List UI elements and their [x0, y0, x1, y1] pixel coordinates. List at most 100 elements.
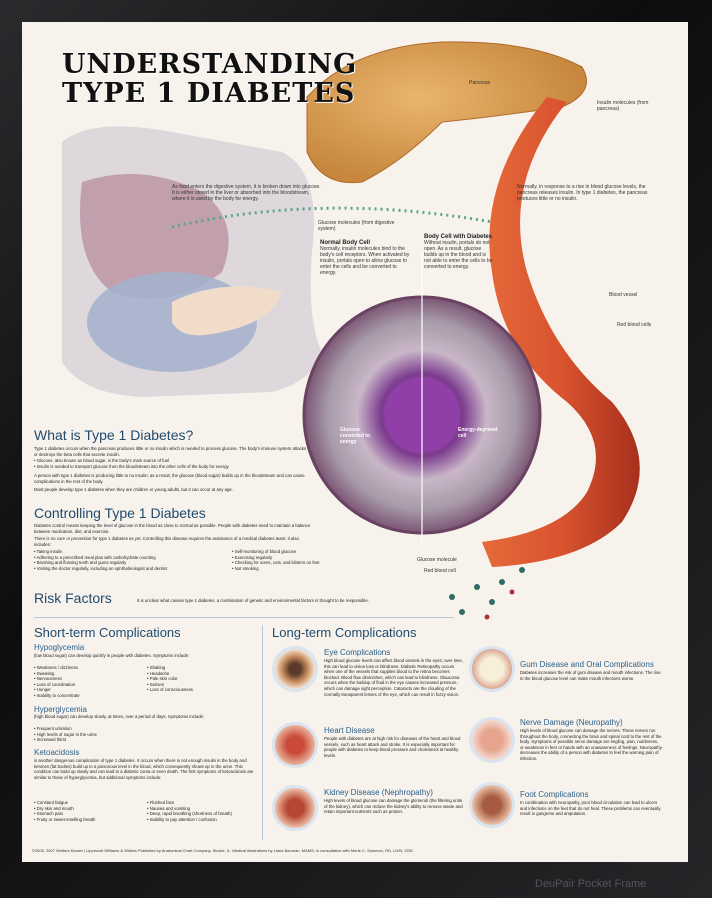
kidney-icon — [272, 785, 318, 831]
kidney-heading: Kidney Disease (Nephropathy) — [324, 788, 433, 797]
eye-heading: Eye Complications — [324, 648, 391, 657]
blood-vessel — [482, 97, 640, 567]
nerve-heading: Nerve Damage (Neuropathy) — [520, 718, 623, 727]
list-item: Adhering to a prescribed meal plan with … — [34, 555, 214, 561]
eye-text: High blood glucose levels can affect blo… — [324, 658, 463, 697]
long-term-heading: Long-term Complications — [272, 625, 417, 640]
list-item: Nervousness — [34, 676, 144, 682]
list-item: Deep, rapid breathing (shortness of brea… — [147, 811, 257, 817]
list-item: Not smoking — [232, 566, 342, 572]
controlling-p2: There is no cure or prevention for type … — [34, 536, 299, 547]
poster-title: UNDERSTANDING TYPE 1 DIABETES — [62, 50, 357, 108]
what-is-heading: What is Type 1 Diabetes? — [34, 427, 194, 443]
list-item: Sweating — [34, 671, 144, 677]
gum-text: Diabetes increases the risk of gum disea… — [520, 670, 661, 681]
list-item: Increased thirst — [34, 737, 254, 743]
kidney-text: High levels of blood glucose can damage … — [324, 798, 463, 815]
list-item: Weakness / dizziness — [34, 665, 144, 671]
hyperglycemia-intro: (high blood sugar) can develop slowly, a… — [34, 714, 205, 719]
normal-cell-box: Normal Body Cell Normally, insulin molec… — [320, 240, 412, 276]
ketoacidosis-list-2: Flushed face Nausea and vomiting Deep, r… — [147, 800, 257, 822]
digestive-note: As food enters the digestive system, it … — [172, 184, 321, 202]
illustration — [62, 41, 640, 620]
list-item: Exercising regularly — [232, 555, 342, 561]
list-item: Glucose, also known as blood sugar, is t… — [34, 458, 309, 464]
list-item: High levels of sugar in the urine — [34, 732, 254, 738]
ketoacidosis-text: is another dangerous complication of typ… — [34, 758, 254, 780]
foot-text: In combination with neuropathy, poor blo… — [520, 800, 661, 817]
nerve-text: High levels of blood glucose can damage … — [520, 728, 662, 761]
eye-icon — [272, 646, 318, 692]
list-item: Seizure — [147, 682, 247, 688]
list-item: Pale skin color — [147, 676, 247, 682]
glucose-molecules-label: Glucose molecules (from digestive system… — [318, 220, 395, 232]
controlling-heading: Controlling Type 1 Diabetes — [34, 505, 206, 521]
ketoacidosis-list-1: Constant fatigue Dry skin and mouth Stom… — [34, 800, 144, 822]
brain-icon — [469, 717, 515, 763]
hyperglycemia-heading: Hyperglycemia — [34, 705, 87, 714]
glucose-molecule-label: Glucose molecule — [417, 557, 457, 563]
heart-heading: Heart Disease — [324, 726, 375, 735]
diabetes-cell-heading: Body Cell with Diabetes — [424, 234, 493, 240]
short-term-heading: Short-term Complications — [34, 625, 181, 640]
red-blood-cells-label: Red blood cells — [617, 322, 652, 328]
glucose-converted-label: Glucose converted to energy — [340, 427, 371, 445]
title-line-2: TYPE 1 DIABETES — [62, 78, 356, 109]
footer-credits: ©2005, 2007 Wolters Kluwer | Lippincott … — [32, 848, 414, 853]
heart-text: People with diabetes are at high risk fo… — [324, 736, 461, 758]
insulin-molecules-label: Insulin molecules (from pancreas) — [597, 100, 649, 112]
poster: UNDERSTANDING TYPE 1 DIABETES Pancreas I… — [22, 22, 688, 862]
what-is-p1: Type 1 diabetes occurs when the pancreas… — [34, 446, 307, 457]
risk-text: It is unclear what causes type 1 diabete… — [137, 598, 369, 603]
normal-cell-heading: Normal Body Cell — [320, 240, 371, 246]
controlling-list-2: Self-monitoring of blood glucose Exercis… — [232, 549, 342, 571]
watermark: DeuPair Pocket Frame — [535, 878, 647, 890]
list-item: Brushing and flossing teeth and gums reg… — [34, 560, 214, 566]
normal-cell-text: Normally, insulin molecules bind to the … — [320, 246, 410, 276]
list-item: Headache — [147, 671, 247, 677]
glucose-path — [171, 206, 493, 229]
foot-heading: Foot Complications — [520, 790, 589, 799]
list-item: Stomach pain — [34, 811, 144, 817]
list-item: Nausea and vomiting — [147, 806, 257, 812]
list-item: Flushed face — [147, 800, 257, 806]
what-is-p2: A person with type 1 diabetes is produci… — [34, 473, 305, 484]
list-item: Inability to pay attention / confusion — [147, 817, 257, 823]
hypoglycemia-list-1: Weakness / dizziness Sweating Nervousnes… — [34, 665, 144, 699]
list-item: Frequent urination — [34, 726, 254, 732]
list-item: Shaking — [147, 665, 247, 671]
list-item: Taking insulin — [34, 549, 214, 555]
red-cell-particles — [484, 589, 515, 620]
hypoglycemia-intro: (low blood sugar) can develop quickly in… — [34, 653, 190, 658]
what-is-p3: Most people develop type 1 diabetes when… — [34, 487, 233, 492]
list-item: Visiting the doctor regularly, including… — [34, 566, 214, 572]
list-item: Insulin is needed to transport glucose f… — [34, 464, 309, 470]
column-divider — [262, 625, 263, 840]
gum-heading: Gum Disease and Oral Complications — [520, 660, 654, 669]
controlling-list-1: Taking insulin Adhering to a prescribed … — [34, 549, 214, 571]
title-line-1: UNDERSTANDING — [62, 49, 358, 80]
list-item: Loss of coordination — [34, 682, 144, 688]
list-item: Inability to concentrate — [34, 693, 144, 699]
list-item: Dry skin and mouth — [34, 806, 144, 812]
pancreas-note: Normally, in response to a rise in blood… — [517, 184, 648, 202]
foot-icon — [469, 782, 515, 828]
glucose-particles — [449, 567, 525, 615]
list-item: Hunger — [34, 687, 144, 693]
ketoacidosis-heading: Ketoacidosis — [34, 748, 80, 757]
what-is-bullets: Glucose, also known as blood sugar, is t… — [34, 458, 309, 469]
hyperglycemia-list: Frequent urination High levels of sugar … — [34, 726, 254, 743]
hand — [172, 286, 282, 336]
heart-icon — [272, 722, 318, 768]
hypoglycemia-list-2: Shaking Headache Pale skin color Seizure… — [147, 665, 247, 693]
list-item: Constant fatigue — [34, 800, 144, 806]
hypoglycemia-heading: Hypoglycemia — [34, 643, 85, 652]
energy-deprived-label: Energy-deprived cell — [458, 427, 498, 439]
diabetes-cell-box: Body Cell with Diabetes Without insulin,… — [424, 234, 494, 270]
list-item: Self-monitoring of blood glucose — [232, 549, 342, 555]
digestive-organs — [80, 174, 229, 299]
risk-heading: Risk Factors — [34, 590, 112, 606]
red-blood-cell-label: Red blood cell — [424, 568, 456, 574]
list-item: Loss of consciousness — [147, 687, 247, 693]
list-item: Checking for sores, cuts, and blisters o… — [232, 560, 342, 566]
